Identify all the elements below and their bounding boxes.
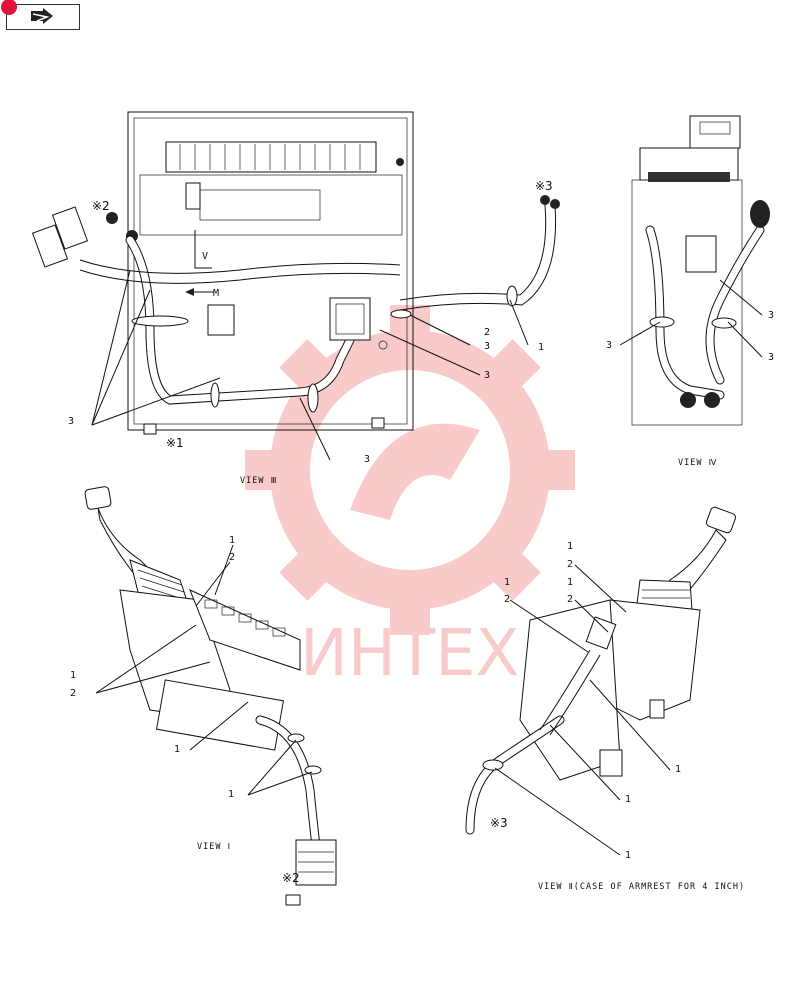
callout-mark-2b: ※2 (282, 871, 300, 885)
view-iv-callouts: 3 3 3 VIEW Ⅳ (606, 310, 774, 468)
callout-v: V (202, 251, 208, 262)
arrow-right-icon (31, 8, 53, 24)
watermark: ИНТЕХ (245, 305, 575, 691)
callout-mark-1: ※1 (166, 436, 184, 450)
view-i-caption: VIEW Ⅰ (197, 842, 231, 852)
callout-mark-3b: ※3 (490, 816, 508, 830)
callout-2c: 2 (567, 559, 573, 570)
view-iii-callouts: ※2 V M ※1 1 2 3 3 3 3 3 ※3 VIEW Ⅲ (68, 179, 553, 486)
view-iii-caption: VIEW Ⅲ (240, 476, 277, 486)
view-iv-caption: VIEW Ⅳ (678, 458, 718, 468)
callout-2d: 2 (504, 594, 510, 605)
callout-1h: 1 (675, 764, 681, 775)
callout-1j: 1 (625, 850, 631, 861)
view-iii-drawing (31, 111, 560, 461)
view-i-callouts: 1 2 1 2 1 1 ※2 VIEW Ⅰ (70, 535, 300, 885)
view-iv-drawing (619, 115, 770, 426)
callout-2: 2 (484, 327, 490, 338)
callout-mark-3-top: ※3 (535, 179, 553, 193)
callout-1b: 1 (70, 670, 76, 681)
callout-3f: 3 (768, 310, 774, 321)
nav-button[interactable] (1, 0, 80, 30)
alert-dot (1, 0, 17, 15)
watermark-text: ИНТЕХ (300, 617, 519, 691)
view-ii-drawing (465, 506, 737, 856)
callout-1g: 1 (567, 577, 573, 588)
callout-1a: 1 (229, 535, 235, 546)
callout-3g: 3 (768, 352, 774, 363)
callout-m: M (213, 288, 219, 299)
callout-mark-2: ※2 (92, 199, 110, 213)
callout-1: 1 (538, 342, 544, 353)
callout-2a: 2 (229, 552, 235, 563)
view-ii-caption: VIEW Ⅱ(CASE OF ARMREST FOR 4 INCH) (538, 882, 745, 892)
callout-3d: 3 (364, 454, 370, 465)
callout-1i: 1 (625, 794, 631, 805)
callout-1d: 1 (228, 789, 234, 800)
callout-3a: 3 (484, 341, 490, 352)
callout-1c: 1 (174, 744, 180, 755)
callout-2e: 2 (567, 594, 573, 605)
callout-3b: 3 (484, 370, 490, 381)
callout-1f: 1 (504, 577, 510, 588)
callout-3c: 3 (68, 416, 74, 427)
callout-3h: 3 (606, 340, 612, 351)
view-i-drawing (84, 486, 337, 906)
view-ii-callouts: 1 2 1 2 1 2 1 1 1 ※3 VIEW Ⅱ(CASE OF ARMR… (490, 541, 745, 892)
callout-1e: 1 (567, 541, 573, 552)
callout-2b: 2 (70, 688, 76, 699)
